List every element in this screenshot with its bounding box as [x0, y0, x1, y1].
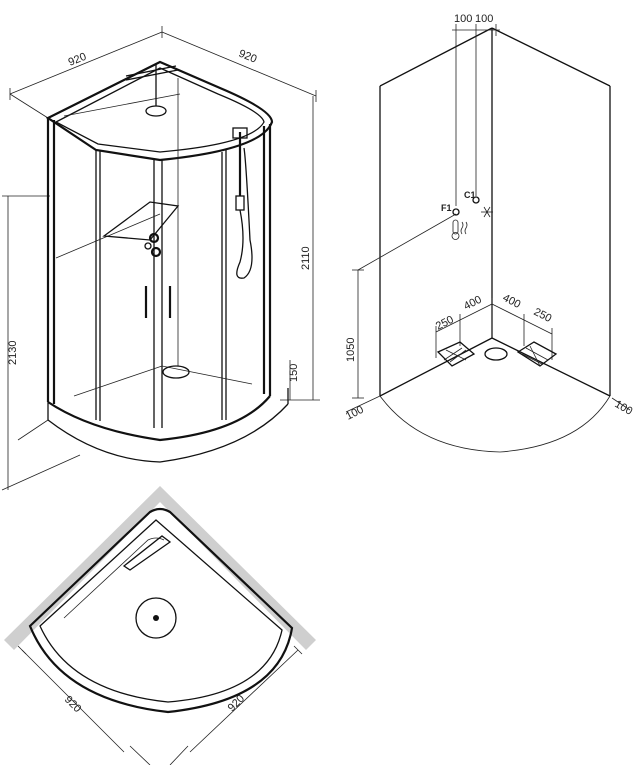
rain-shower-head: [145, 105, 167, 117]
cabin-width-right-label: 920: [237, 48, 259, 66]
left-outer-label: 250: [434, 314, 456, 333]
floor-offset-dimensions: 100 100: [344, 395, 634, 423]
mixer-knob-left: [144, 242, 152, 250]
cold-outlet-label: C1: [464, 190, 476, 200]
snowflake-icon: [481, 206, 493, 218]
cold-outlet: [472, 196, 480, 204]
tray-drain: [162, 365, 190, 379]
plan-drain: [135, 597, 177, 639]
cabin-width-left-label: 920: [67, 51, 89, 69]
plan-shelf: [122, 535, 172, 571]
floor-drain: [484, 347, 508, 361]
cabin-frame: [46, 78, 272, 428]
water-outlets: C1 F1: [441, 190, 493, 240]
plan-width-left-label: 920: [62, 694, 83, 715]
hot-outlet-label: F1: [441, 203, 452, 213]
left-drain-pad: [436, 341, 476, 367]
floor-footprint-arc: [379, 395, 611, 453]
right-drain-pad: [516, 341, 558, 367]
wall-connection-view: 100 100 C1 F1: [344, 13, 634, 453]
cabin-isometric-view: 920 920 2130 2110 150: [1, 26, 320, 491]
thermometer-icon: [451, 219, 468, 240]
plan-view: 920 920: [4, 486, 316, 765]
cabin-tray-height-label: 150: [288, 364, 300, 382]
plan-width-right-label: 920: [226, 693, 247, 714]
cabin-height-total-label: 2110: [300, 246, 312, 270]
floor-left-offset-label: 100: [344, 404, 366, 423]
cabin-top-dimension-right: 920: [161, 31, 317, 102]
outlet-height-label: 1050: [345, 338, 357, 362]
cabin-height-dimension-left: 2130: [1, 195, 81, 491]
drain-area-dimensions: 250 400 400 250: [434, 292, 558, 367]
hand-shower: [232, 127, 253, 279]
cabin-height-dimension-right: 2110 150: [280, 96, 320, 401]
floor-right-offset-label: 100: [613, 398, 634, 418]
hot-outlet: [452, 208, 460, 216]
cabin-roof: [45, 60, 274, 162]
cabin-tray: [17, 365, 289, 463]
mixer-knob-top: [148, 232, 160, 244]
wall-top-dimension: 100 100: [452, 13, 500, 206]
wall-offset-left-label: 100: [454, 13, 472, 25]
cabin-top-dimension-left: 920: [9, 26, 163, 119]
plan-tray-outline: [28, 507, 294, 714]
outlet-height-dimension: 1050: [345, 213, 457, 399]
mixer-knob-middle: [150, 246, 162, 258]
right-outer-label: 250: [532, 306, 554, 325]
plan-dimension-right: 920: [169, 645, 303, 765]
plan-drain-center: [153, 615, 159, 621]
cabin-height-inner-label: 2130: [7, 341, 19, 365]
right-inner-label: 400: [501, 292, 523, 311]
wall-offset-right-label: 100: [475, 13, 493, 25]
plan-wall-border: [4, 486, 316, 650]
